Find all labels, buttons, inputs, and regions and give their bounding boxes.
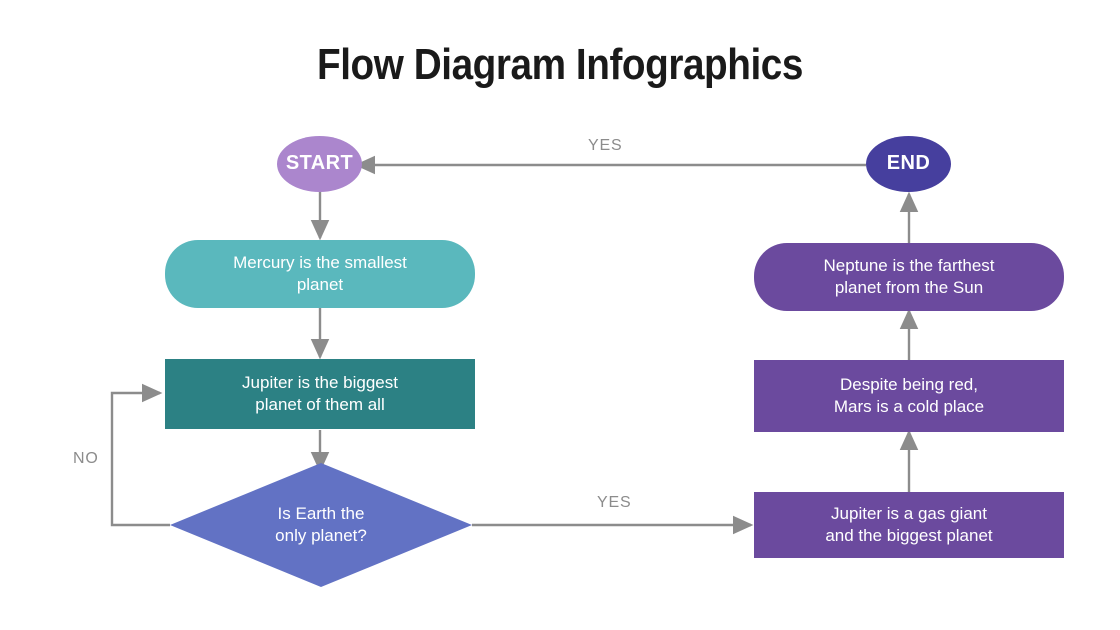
decision-diamond-shape: [170, 463, 472, 587]
node-decision[interactable]: Is Earth the only planet?: [170, 463, 472, 587]
node-jupiter-gas[interactable]: Jupiter is a gas giant and the biggest p…: [754, 492, 1064, 558]
node-mars-label: Despite being red, Mars is a cold place: [833, 375, 985, 416]
node-mars[interactable]: Despite being red, Mars is a cold place: [754, 360, 1064, 432]
node-decision-label: Is Earth the only planet?: [275, 504, 367, 545]
node-mercury-label: Mercury is the smallest planet: [233, 253, 407, 294]
node-mercury[interactable]: Mercury is the smallest planet: [165, 240, 475, 308]
edge-label-decision-no: NO: [73, 450, 99, 467]
node-neptune[interactable]: Neptune is the farthest planet from the …: [754, 243, 1064, 311]
node-start-label: START: [285, 152, 354, 175]
edge-label-decision-yes: YES: [597, 494, 632, 511]
connector-decision-no: [110, 383, 170, 527]
page-title: Flow Diagram Infographics: [317, 40, 803, 89]
node-jupiter-biggest-label: Jupiter is the biggest planet of them al…: [242, 373, 398, 414]
node-jupiter-gas-label: Jupiter is a gas giant and the biggest p…: [825, 504, 993, 545]
node-end[interactable]: END: [866, 136, 951, 192]
node-jupiter-biggest[interactable]: Jupiter is the biggest planet of them al…: [165, 359, 475, 429]
node-end-label: END: [886, 152, 931, 175]
edge-label-end-to-start: YES: [588, 137, 623, 154]
node-start[interactable]: START: [277, 136, 362, 192]
node-neptune-label: Neptune is the farthest planet from the …: [823, 256, 995, 297]
